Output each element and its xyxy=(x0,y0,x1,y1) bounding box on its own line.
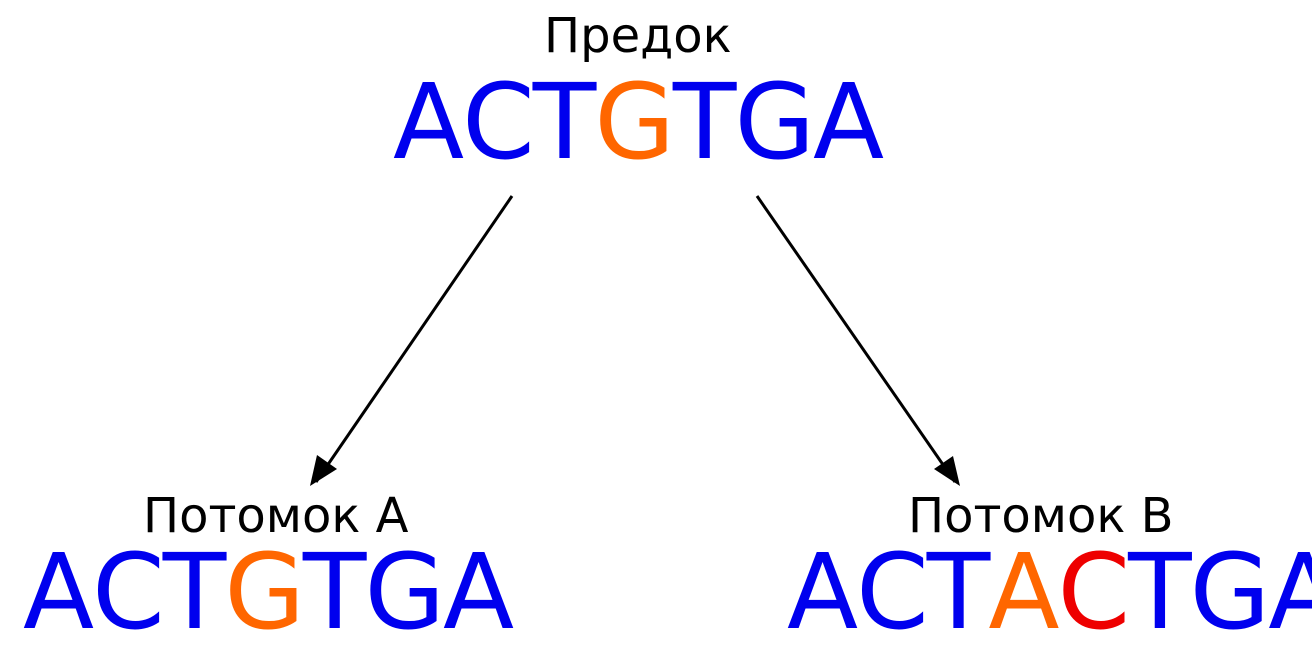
nucleotide-a-normal: A xyxy=(1268,531,1312,651)
descendant-a-sequence: ACTGTGA xyxy=(23,531,514,651)
nucleotide-a-normal: A xyxy=(787,531,858,651)
arrowhead-descendant-b xyxy=(934,456,960,486)
nucleotide-g-normal: G xyxy=(734,61,815,183)
nucleotide-t-normal: T xyxy=(302,531,367,651)
nucleotide-a-normal: A xyxy=(393,61,464,183)
nucleotide-g-normal: G xyxy=(1189,531,1271,651)
nucleotide-g-normal: G xyxy=(364,531,445,651)
nucleotide-t-normal: T xyxy=(672,61,737,183)
nucleotide-c-normal: C xyxy=(92,531,165,651)
arrow-to-descendant-a xyxy=(314,195,514,483)
nucleotide-t-normal: T xyxy=(1128,531,1192,651)
nucleotide-c-normal: C xyxy=(856,531,929,651)
nucleotide-c-normal: C xyxy=(462,61,535,183)
nucleotide-t-normal: T xyxy=(926,531,991,651)
nucleotide-a-mutated: A xyxy=(988,531,1059,651)
ancestor-label: Предок xyxy=(544,8,732,64)
nucleotide-c-inserted: C xyxy=(1057,531,1130,651)
nucleotide-t-normal: T xyxy=(162,531,227,651)
nucleotide-a-normal: A xyxy=(813,61,884,183)
descendant-b-label: Потомок B xyxy=(908,488,1174,544)
arrow-to-descendant-b xyxy=(755,195,957,483)
descendant-a-label: Потомок A xyxy=(143,488,409,544)
nucleotide-g-mutated: G xyxy=(594,61,675,183)
arrowhead-descendant-a xyxy=(310,455,337,486)
nucleotide-g-mutated: G xyxy=(224,531,305,651)
nucleotide-t-normal: T xyxy=(532,61,597,183)
descendant-b-sequence: ACTACTGA xyxy=(787,540,1312,644)
ancestor-sequence: ACTGTGA xyxy=(393,61,884,183)
nucleotide-a-normal: A xyxy=(443,531,514,651)
nucleotide-a-normal: A xyxy=(23,531,94,651)
